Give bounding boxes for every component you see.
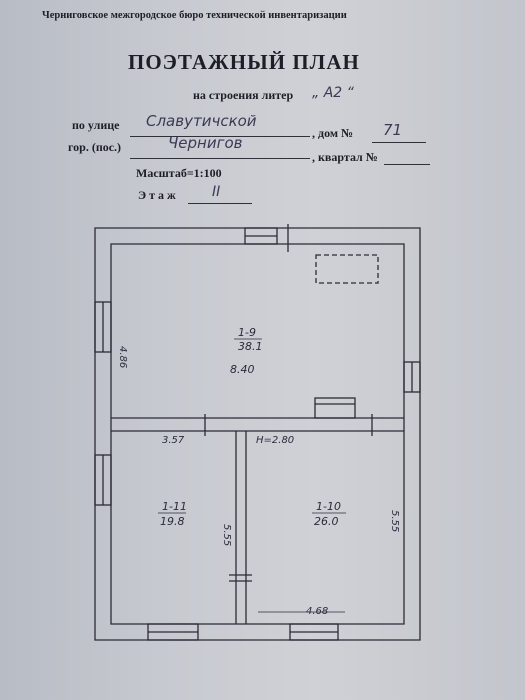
dim-room10-width: 4.68 [306,606,328,617]
room-10-area: 26.0 [314,515,339,528]
dim-room11-depth: 5.55 [221,524,232,546]
street-underline [130,136,310,137]
partition-horizontal [111,417,404,432]
partition-vertical [235,431,247,624]
city-label: гор. (пос.) [68,140,122,154]
building-label: на строения литер [193,88,294,102]
city-value: Чернигов [168,134,243,152]
floor-underline [188,203,252,204]
room-10-number: 1-10 [316,500,341,513]
stove-box [314,397,356,419]
room-9-width: 8.40 [230,363,255,376]
room-11-number: 1-11 [162,500,187,513]
bureau-header: Черниговское межгородское бюро техническ… [42,10,347,21]
room-9-number: 1-9 [238,326,256,339]
floor-label: Э т а ж [138,188,176,202]
dim-height: Н=2.80 [256,435,294,446]
dim-corridor-width: 3.57 [162,435,185,446]
dashed-outline [315,254,379,284]
house-label: , дом № [312,126,354,140]
door-mark [204,224,373,582]
street-label: по улице [72,118,120,132]
house-value: 71 [383,121,403,139]
house-underline [372,142,426,143]
quarter-underline [384,164,430,165]
page-title: ПОЭТАЖНЫЙ ПЛАН [128,50,360,74]
building-letter: „ А2 “ [312,85,354,101]
room-11-area: 19.8 [160,515,185,528]
room-9-area: 38.1 [238,340,263,353]
inner-wall-outline [110,243,405,625]
quarter-label: , квартал № [312,150,378,164]
scale-label: Масштаб=1:100 [136,166,222,180]
city-underline [130,158,310,159]
floor-value: II [212,184,221,200]
dim-left-wall: 4.86 [117,346,128,368]
street-value: Славутичской [146,112,257,130]
dim-room10-depth: 5.55 [389,510,400,532]
outer-wall [94,227,421,641]
